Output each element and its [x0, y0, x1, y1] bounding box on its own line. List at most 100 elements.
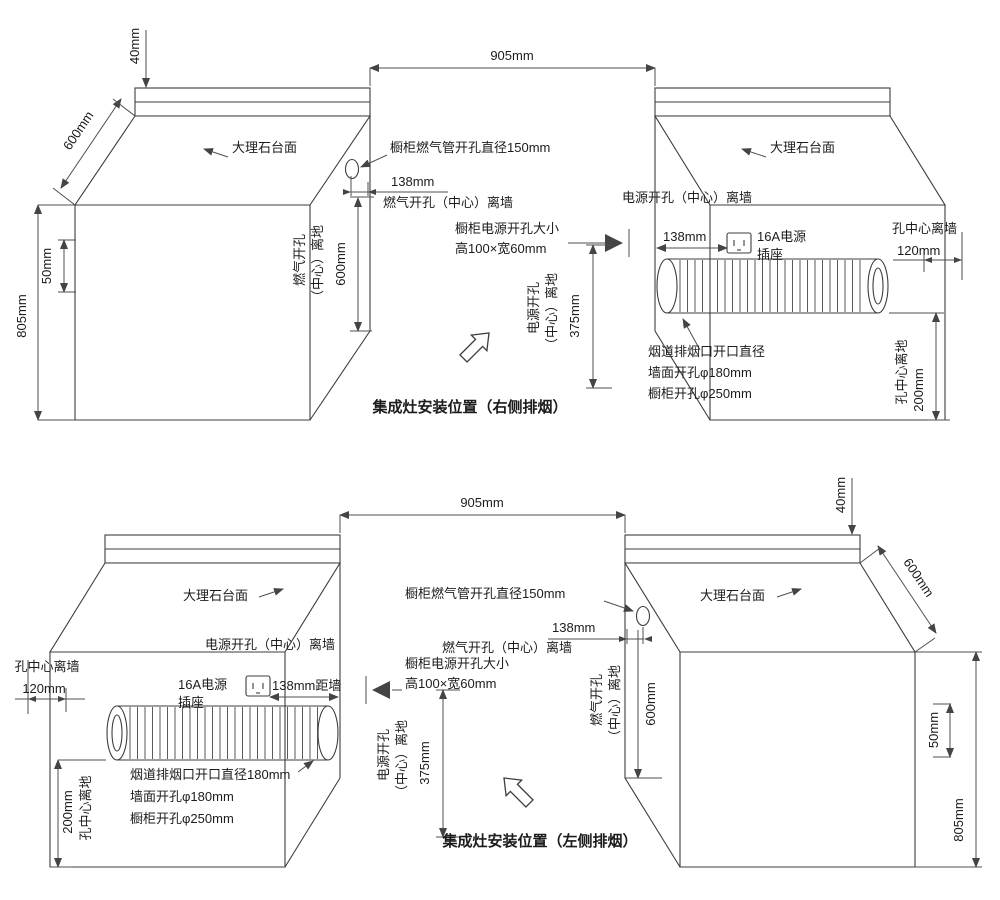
bottom-right-cabinet — [624, 534, 916, 868]
gap-dim-label: 905mm — [460, 495, 503, 510]
flue-text-2: 墙面开孔φ180mm — [648, 365, 752, 380]
hole-floor-text: 孔中心离地 — [894, 339, 909, 404]
power-socket-icon — [726, 232, 752, 254]
bottom-left-cabinet — [49, 534, 341, 868]
dim-gap-905-top: 905mm — [369, 48, 656, 86]
gas-floor-text-2: （中心）离地 — [310, 225, 325, 303]
marble-text: 大理石台面 — [770, 140, 835, 155]
gas-note-text: 橱柜燃气管开孔直径150mm — [405, 586, 565, 601]
dim-40-top: 40mm — [127, 28, 150, 88]
power-floor-text-2: （中心）离地 — [394, 720, 409, 798]
duct-opening — [317, 705, 339, 761]
exhaust-duct — [106, 705, 339, 761]
flue-text-3: 橱柜开孔φ250mm — [648, 386, 752, 401]
flue-text-2: 墙面开孔φ180mm — [130, 789, 234, 804]
hole-floor-text: 孔中心离地 — [78, 775, 93, 840]
dim-50-bottom: 50mm — [926, 703, 954, 758]
hole-floor-value: 200mm — [911, 368, 926, 411]
gas-note-text: 橱柜燃气管开孔直径150mm — [390, 140, 550, 155]
caption-top: 集成灶安装位置（右侧排烟） — [371, 398, 567, 416]
hole-wall-value: 120mm — [22, 681, 65, 696]
power-floor-value: 375mm — [417, 741, 432, 784]
marble-label-bottom-left: 大理石台面 — [183, 588, 284, 603]
dim-gas-138-bottom: 138mm 燃气开孔（中心）离墙 — [442, 620, 652, 655]
power-size-text-1: 橱柜电源开孔大小 — [455, 221, 559, 236]
socket-text-1: 16A电源 — [178, 677, 227, 692]
marble-text: 大理石台面 — [700, 588, 765, 603]
flue-text-1: 烟道排烟口开口直径 — [648, 344, 765, 359]
counter-height-label: 805mm — [14, 294, 29, 337]
power-offset-text: 138mm距墙 — [272, 678, 341, 693]
marble-label-top-right: 大理石台面 — [741, 140, 835, 158]
dim-hole-wall-bottom: 孔中心离墙 120mm — [14, 659, 85, 714]
duct-corrugation — [679, 260, 861, 312]
power-size-note-bottom: 橱柜电源开孔大小 高100×宽60mm — [365, 656, 509, 704]
countertop-surface — [624, 562, 916, 653]
duct-corrugation — [129, 707, 318, 759]
gas-offset-text: 138mm — [552, 620, 595, 635]
top-left-cabinet — [73, 87, 372, 421]
gas-floor-value: 600mm — [333, 242, 348, 285]
power-floor-value: 375mm — [567, 294, 582, 337]
exhaust-direction-arrow — [503, 777, 534, 808]
gas-wall-text: 燃气开孔（中心）离墙 — [442, 640, 572, 655]
gap-dim-label: 905mm — [490, 48, 533, 63]
dim-gas-floor-bottom: 燃气开孔 （中心）离地 600mm — [589, 630, 662, 779]
marble-text: 大理石台面 — [183, 588, 248, 603]
dim-power-138-top: 138mm — [656, 229, 728, 252]
hole-wall-text: 孔中心离墙 — [14, 659, 79, 674]
dim-power-floor-bottom: 电源开孔 （中心）离地 375mm — [376, 689, 460, 838]
gas-wall-text: 燃气开孔（中心）离墙 — [383, 195, 513, 210]
dim-gas-138-top: 138mm 燃气开孔（中心）离墙 — [343, 174, 513, 210]
socket-text-2: 插座 — [178, 695, 204, 710]
hole-floor-value: 200mm — [60, 790, 75, 833]
gas-floor-text-1: 燃气开孔 — [589, 674, 604, 726]
exhaust-direction-arrow — [459, 332, 490, 363]
marble-text: 大理石台面 — [232, 140, 297, 155]
dim-40-bottom: 40mm — [833, 477, 856, 535]
power-offset-text: 138mm — [663, 229, 706, 244]
exhaust-duct — [656, 258, 889, 314]
power-floor-text-1: 电源开孔 — [526, 282, 541, 334]
counter-thickness-label: 40mm — [127, 28, 142, 64]
side-gap-label: 50mm — [39, 248, 54, 284]
gas-pipe-hole — [635, 605, 651, 627]
gas-floor-value: 600mm — [643, 682, 658, 725]
power-socket-icon — [245, 675, 271, 697]
flue-note-bottom: 烟道排烟口开口直径180mm 墙面开孔φ180mm 橱柜开孔φ250mm — [130, 760, 314, 826]
duct-wall-end — [867, 258, 889, 314]
counter-thickness-label: 40mm — [833, 477, 848, 513]
countertop-surface — [73, 115, 372, 206]
caption-bottom: 集成灶安装位置（左侧排烟） — [441, 832, 637, 850]
dim-gap-905-bottom: 905mm — [339, 495, 626, 533]
power-floor-text-1: 电源开孔 — [376, 729, 391, 781]
dim-gas-floor-top: 燃气开孔 （中心）离地 600mm — [292, 196, 374, 332]
flue-text-3: 橱柜开孔φ250mm — [130, 811, 234, 826]
socket-label-top: 16A电源 插座 — [757, 229, 806, 262]
duct-opening — [656, 258, 678, 314]
marble-label-top-left: 大理石台面 — [203, 140, 297, 158]
top-right-cabinet — [654, 87, 946, 421]
dim-hole-floor-top: 孔中心离地 200mm — [889, 312, 950, 421]
gas-floor-text-1: 燃气开孔 — [292, 234, 307, 286]
dim-805-top: 805mm — [14, 204, 75, 421]
hole-wall-value: 120mm — [897, 243, 940, 258]
dim-hole-floor-bottom: 200mm 孔中心离地 — [50, 759, 106, 868]
duct-wall-end — [106, 705, 128, 761]
marble-label-bottom-right: 大理石台面 — [700, 588, 802, 603]
dim-hole-wall-top: 孔中心离墙 120mm — [892, 221, 963, 280]
dim-805-bottom: 805mm — [915, 651, 982, 868]
gas-note-top: 橱柜燃气管开孔直径150mm — [360, 140, 550, 168]
dim-50-top: 50mm — [39, 239, 76, 293]
dim-power-floor-top: 电源开孔 （中心）离地 375mm — [526, 244, 612, 389]
bottom-left-exhaust-diagram: 905mm 40mm 600mm 50mm 805mm 大理石台面 — [14, 477, 982, 868]
flue-note-top: 烟道排烟口开口直径 墙面开孔φ180mm 橱柜开孔φ250mm — [648, 318, 765, 401]
cabinet-front-face — [74, 204, 311, 421]
power-size-note-top: 橱柜电源开孔大小 高100×宽60mm — [455, 221, 630, 257]
power-wall-label-top: 电源开孔（中心）离墙 — [622, 190, 752, 205]
socket-text-1: 16A电源 — [757, 229, 806, 244]
power-floor-text-2: （中心）离地 — [544, 273, 559, 351]
dim-power-138-bottom: 138mm距墙 — [269, 678, 341, 701]
